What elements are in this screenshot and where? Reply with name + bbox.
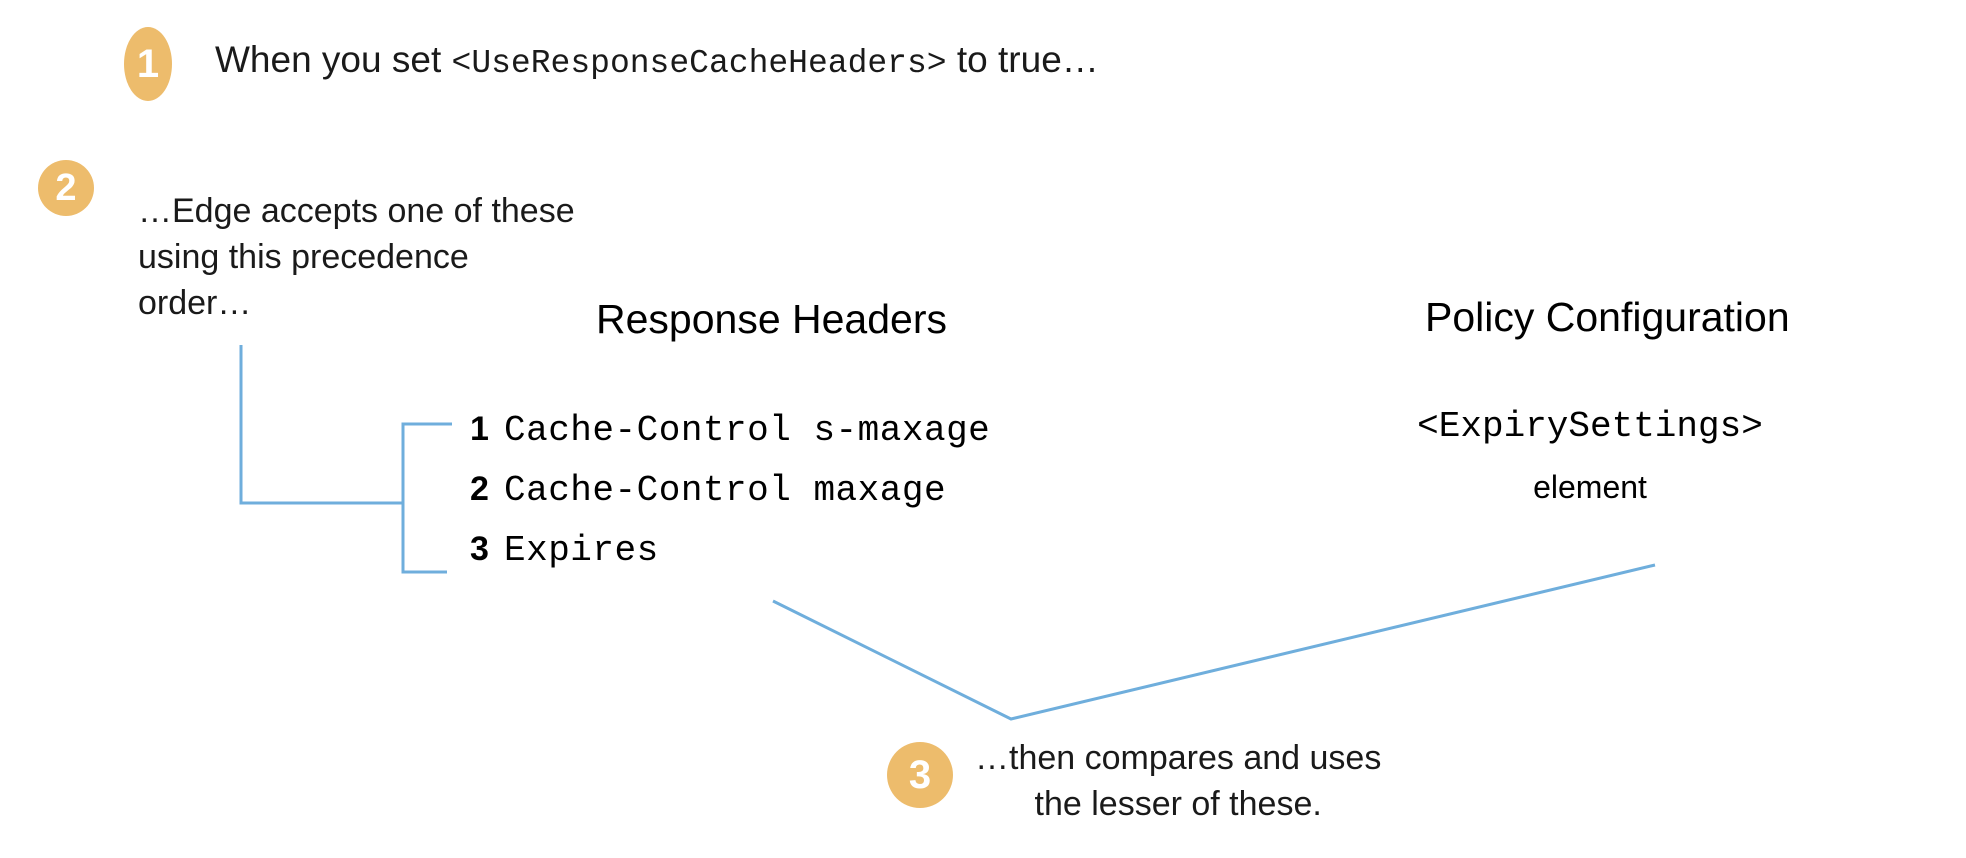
list-item-label: Cache-Control maxage (504, 470, 947, 511)
list-item-label: Expires (504, 530, 659, 571)
step-1-callout: When you set <UseResponseCacheHeaders> t… (215, 39, 1099, 82)
response-headers-heading: Response Headers (596, 296, 947, 342)
policy-configuration-body: <ExpirySettings> element (1380, 406, 1800, 506)
step2-elbow-line (239, 345, 402, 505)
step-1-badge: 1 (124, 27, 172, 101)
step-2-number: 2 (55, 167, 77, 209)
step-2-line-3: order… (138, 284, 252, 322)
list-item: 3 Expires (470, 530, 990, 590)
expiry-settings-element-code: <ExpirySettings> (1417, 406, 1763, 447)
step-2-callout: …Edge accepts one of these using this pr… (138, 188, 575, 326)
step-3-number: 3 (908, 753, 932, 797)
list-item-rank: 2 (470, 470, 489, 508)
step-2-badge: 2 (38, 160, 94, 216)
use-response-cache-headers-code: <UseResponseCacheHeaders> (451, 45, 947, 82)
step-3-line-2: the lesser of these. (1034, 785, 1322, 823)
step-3-badge: 3 (887, 742, 953, 808)
step-3-callout: …then compares and uses the lesser of th… (975, 735, 1381, 827)
policy-configuration-heading: Policy Configuration (1425, 294, 1790, 340)
list-item-rank: 3 (470, 530, 489, 568)
step-3-line-1: …then compares and uses (975, 739, 1382, 777)
step-1-text-suffix: to true… (946, 39, 1099, 80)
precedence-bracket (401, 422, 452, 574)
step-1-number: 1 (136, 42, 160, 86)
step-1-text-prefix: When you set (215, 39, 452, 80)
list-item-label: Cache-Control s-maxage (504, 410, 991, 451)
response-headers-list: 1 Cache-Control s-maxage 2 Cache-Control… (470, 410, 990, 590)
list-item: 1 Cache-Control s-maxage (470, 410, 990, 470)
list-item-rank: 1 (470, 410, 489, 448)
step-2-line-2: using this precedence (138, 238, 469, 276)
list-item: 2 Cache-Control maxage (470, 470, 990, 530)
step-2-line-1: …Edge accepts one of these (138, 192, 575, 230)
expiry-settings-element-word: element (1533, 469, 1647, 505)
